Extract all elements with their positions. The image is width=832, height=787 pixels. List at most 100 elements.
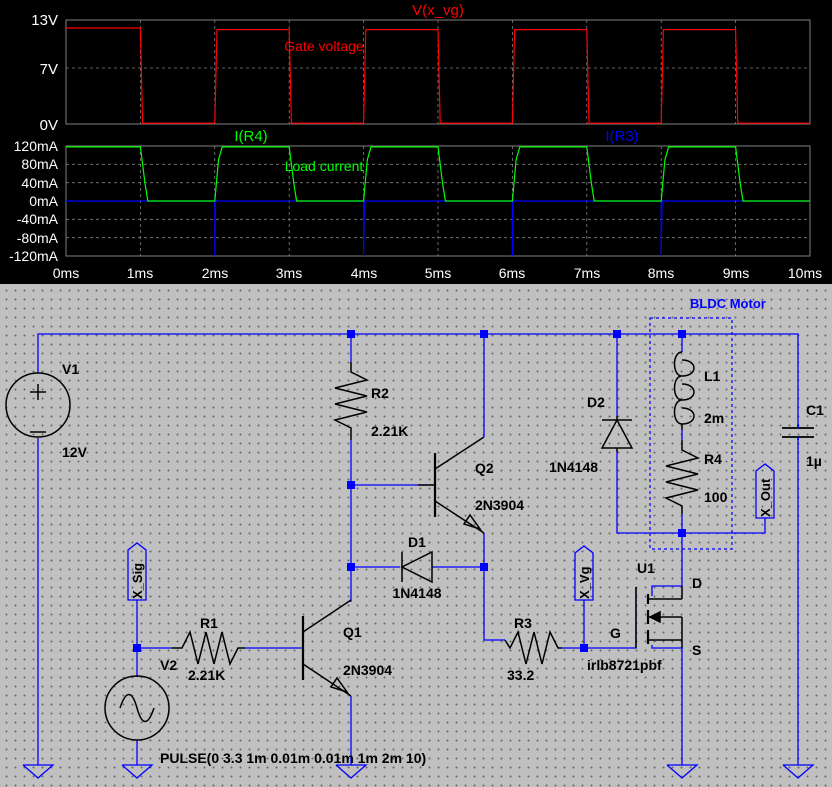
junction-nodes <box>133 330 686 652</box>
channel-arrow-icon <box>648 610 661 624</box>
ground-symbol[interactable] <box>22 764 54 779</box>
d1-name: D1 <box>408 534 426 550</box>
sine-wave-icon <box>119 693 155 723</box>
d2-diode[interactable]: D2 1N4148 <box>549 394 634 475</box>
load-trace-title[interactable]: I(R4) <box>234 128 267 145</box>
resistor-zigzag <box>332 362 370 440</box>
d1-diode[interactable]: D1 1N4148 <box>392 534 441 601</box>
l1-value: 2m <box>704 410 724 426</box>
c1-capacitor[interactable]: C1 1µ <box>782 402 824 469</box>
load-current-series-line <box>66 146 810 202</box>
x-tick-label: 8ms <box>648 265 674 281</box>
wire <box>562 587 637 649</box>
schematic-editor[interactable]: V1 12V R2 2.21K Q2 2N3904 D1 1N4148 Q1 2… <box>0 284 832 787</box>
u1-value: irlb8721pbf <box>587 657 662 673</box>
y-tick-label: 7V <box>40 61 58 78</box>
r3-current-series-line <box>66 200 810 257</box>
load-current-pane[interactable]: I(R4) I(R3) Load current 120mA 80mA 40mA… <box>9 128 811 264</box>
q1-value: 2N3904 <box>343 662 392 678</box>
d2-name: D2 <box>587 394 605 410</box>
waveform-plot[interactable]: V(x_vg) Gate voltage 13V 7V 0V I(R4) I(R… <box>0 0 832 284</box>
x-vg-label-text: X_Vg <box>577 566 592 599</box>
bottom-y-tick-labels: 120mA 80mA 40mA 0mA -40mA -80mA -120mA <box>9 138 59 264</box>
v2-name: V2 <box>160 657 177 673</box>
v2-pulse-source[interactable]: V2 PULSE(0 3.3 1m 0.01m 0.01m 1m 2m 10) <box>104 657 426 766</box>
v1-voltage-source[interactable]: V1 12V <box>5 361 88 460</box>
ground-symbol[interactable] <box>666 764 698 779</box>
r4-value: 100 <box>704 489 728 505</box>
load-current-annotation: Load current <box>285 158 364 174</box>
r3-name: R3 <box>514 615 532 631</box>
y-tick-label: -120mA <box>9 248 59 264</box>
ground-symbol[interactable] <box>121 764 153 779</box>
x-tick-labels: 0ms 1ms 2ms 3ms 4ms 5ms 6ms 7ms 8ms 9ms … <box>53 265 822 281</box>
top-y-tick-labels: 13V 7V 0V <box>31 12 58 134</box>
wire <box>616 452 682 534</box>
u1-mosfet[interactable]: U1 D G S irlb8721pbf <box>587 560 702 673</box>
dc-source-icon <box>5 372 71 438</box>
x-tick-label: 10ms <box>788 265 822 281</box>
u1-pin-d: D <box>692 575 702 591</box>
bldc-motor-block[interactable]: BLDC Motor <box>649 296 766 550</box>
x-tick-label: 0ms <box>53 265 79 281</box>
ground-symbol[interactable] <box>782 764 814 779</box>
gate-voltage-annotation: Gate voltage <box>284 38 364 54</box>
net-label-flag <box>755 463 775 519</box>
l1-inductor[interactable]: L1 2m <box>673 351 725 430</box>
diode-triangle-icon <box>600 418 634 449</box>
r2-name: R2 <box>371 385 389 401</box>
r4-resistor[interactable]: R4 100 <box>663 440 728 514</box>
q2-name: Q2 <box>475 460 494 476</box>
ground-symbol[interactable] <box>335 764 367 779</box>
junction-node <box>347 481 355 489</box>
x-vg-net-label[interactable]: X_Vg <box>574 545 594 601</box>
wire <box>651 645 683 765</box>
r3-resistor[interactable]: R3 33.2 <box>504 615 562 683</box>
resistor-zigzag <box>504 629 562 665</box>
emitter-arrow-icon <box>329 676 349 694</box>
y-tick-label: 0mA <box>29 193 58 209</box>
y-tick-label: 80mA <box>21 156 58 172</box>
ac-source-icon <box>104 675 170 741</box>
emitter-arrow-icon <box>462 513 482 531</box>
r4-name: R4 <box>704 451 722 467</box>
x-tick-label: 3ms <box>276 265 302 281</box>
r2-resistor[interactable]: R2 2.21K <box>332 362 408 440</box>
x-tick-label: 7ms <box>574 265 600 281</box>
junction-node <box>613 330 621 338</box>
x-tick-label: 9ms <box>723 265 749 281</box>
d1-value: 1N4148 <box>392 585 441 601</box>
top-trace-title[interactable]: V(x_vg) <box>412 2 464 19</box>
r2-value: 2.21K <box>371 423 408 439</box>
q1-transistor[interactable]: Q1 2N3904 <box>301 599 392 697</box>
collector-lead <box>434 436 485 470</box>
junction-node <box>480 563 488 571</box>
junction-node <box>480 330 488 338</box>
resistor-zigzag <box>172 629 245 667</box>
y-tick-label: -80mA <box>17 230 59 246</box>
x-tick-label: 5ms <box>425 265 451 281</box>
x-out-net-label[interactable]: X_Out <box>755 463 775 519</box>
r3-trace-title[interactable]: I(R3) <box>605 128 638 145</box>
gate-voltage-pane[interactable]: V(x_vg) Gate voltage 13V 7V 0V <box>31 2 811 134</box>
r1-resistor[interactable]: R1 2.21K <box>172 615 245 683</box>
r1-value: 2.21K <box>188 667 225 683</box>
v1-value: 12V <box>62 444 88 460</box>
junction-node <box>133 644 141 652</box>
q2-value: 2N3904 <box>475 497 524 513</box>
x-tick-label: 4ms <box>351 265 377 281</box>
x-tick-label: 6ms <box>499 265 525 281</box>
u1-pin-g: G <box>610 625 621 641</box>
y-tick-label: 0V <box>40 117 58 134</box>
junction-node <box>678 330 686 338</box>
v2-value: PULSE(0 3.3 1m 0.01m 0.01m 1m 2m 10) <box>160 750 426 766</box>
x-sig-net-label[interactable]: X_Sig <box>127 542 147 601</box>
q1-name: Q1 <box>343 624 362 640</box>
u1-pin-s: S <box>692 642 701 658</box>
motor-block-outline <box>649 317 733 550</box>
x-sig-label-text: X_Sig <box>130 563 145 599</box>
x-tick-label: 1ms <box>127 265 153 281</box>
q2-transistor[interactable]: Q2 2N3904 <box>418 436 524 534</box>
junction-node <box>678 529 686 537</box>
wire <box>483 533 505 641</box>
